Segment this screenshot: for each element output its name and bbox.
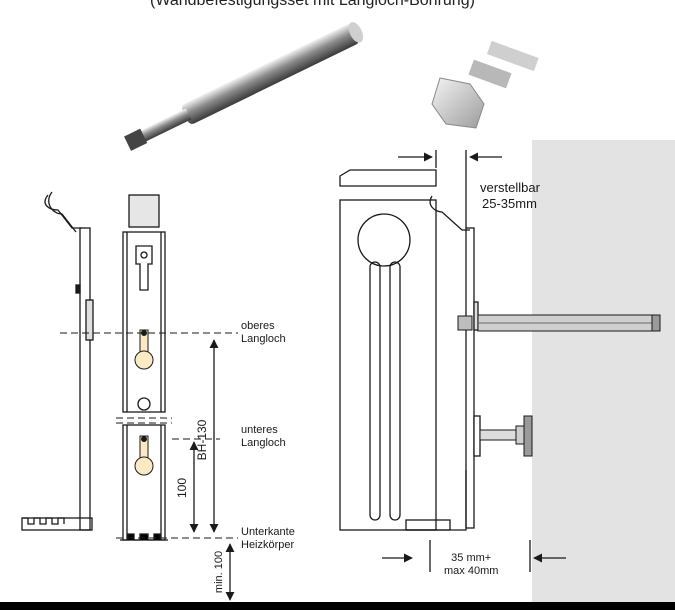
label-line: unteres xyxy=(241,424,278,436)
label-line: oberes xyxy=(241,320,275,332)
label-line: verstellbar xyxy=(480,180,540,195)
label-line: Heizkörper xyxy=(241,539,295,551)
bottom-bar xyxy=(0,602,675,610)
label-oberes-langloch: oberes Langloch xyxy=(241,320,286,346)
label-line: Langloch xyxy=(241,333,286,345)
label-line: 25-35mm xyxy=(482,196,537,211)
cap-photo xyxy=(431,40,539,129)
bracket-side-view xyxy=(21,191,94,531)
dim-bh-130: BH-130 xyxy=(195,419,209,460)
label-abstand: 35 mm+ max 40mm xyxy=(444,552,498,578)
rod-photo xyxy=(124,22,364,151)
threaded-rod xyxy=(457,314,661,332)
label-unterkante: Unterkante Heizkörper xyxy=(241,526,295,552)
label-unteres-langloch: unteres Langloch xyxy=(241,424,286,450)
dimension-arrows xyxy=(189,339,235,601)
dim-100: 100 xyxy=(175,478,189,498)
upper-slot xyxy=(134,329,154,370)
adjust-arrows xyxy=(382,150,566,572)
bracket-mounted xyxy=(405,195,481,531)
radiator-panel xyxy=(339,169,437,531)
label-line: Langloch xyxy=(241,437,286,449)
label-line: max 40mm xyxy=(444,565,499,577)
cap-screw xyxy=(479,415,533,457)
label-verstellbar: verstellbar 25-35mm xyxy=(480,180,540,212)
label-line: 35 mm+ xyxy=(451,552,492,564)
bracket-front-view xyxy=(120,194,168,541)
caption: (Wandbefestigungsset mit Langloch-Bohrun… xyxy=(150,0,475,9)
dim-min-100: min. 100 xyxy=(213,551,225,593)
label-line: Unterkante xyxy=(241,526,295,538)
wall xyxy=(532,140,675,602)
lower-slot xyxy=(134,435,154,476)
